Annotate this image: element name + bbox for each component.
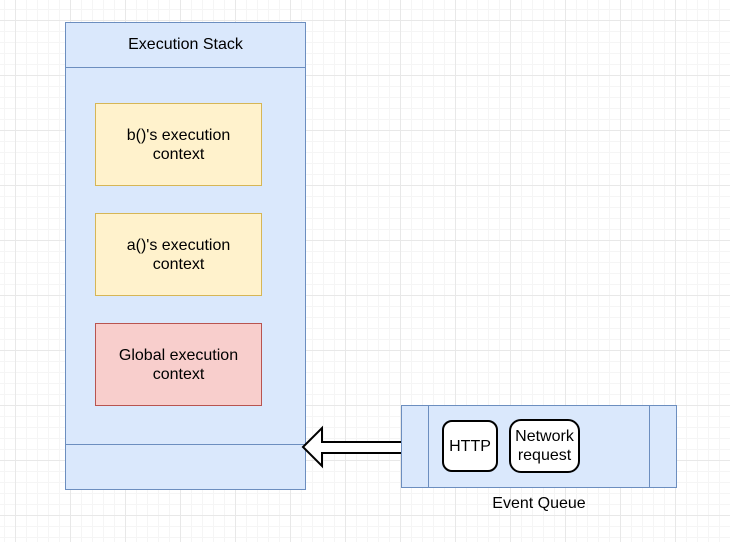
execution-stack-title: Execution Stack [66, 23, 305, 68]
frame-b-label: b()'s execution context [126, 126, 231, 163]
event-queue-left-divider [427, 406, 429, 487]
frame-global-execution-context: Global execution context [95, 323, 262, 406]
event-queue-right-divider [648, 406, 650, 487]
queue-item-http: HTTP [442, 420, 498, 472]
frame-global-label: Global execution context [118, 346, 239, 383]
event-queue-container: HTTP Network request [401, 405, 677, 488]
execution-stack-container: Execution Stack b()'s execution context … [65, 22, 306, 490]
block-arrow-left-icon [301, 425, 404, 469]
queue-item-network-request: Network request [509, 419, 580, 473]
stack-bottom-divider [66, 443, 305, 445]
event-queue-label: Event Queue [492, 495, 586, 512]
queue-item-network-request-label: Network request [515, 428, 574, 464]
queue-item-http-label: HTTP [449, 437, 491, 455]
frame-a-execution-context: a()'s execution context [95, 213, 262, 296]
frame-b-execution-context: b()'s execution context [95, 103, 262, 186]
frame-a-label: a()'s execution context [126, 236, 231, 273]
